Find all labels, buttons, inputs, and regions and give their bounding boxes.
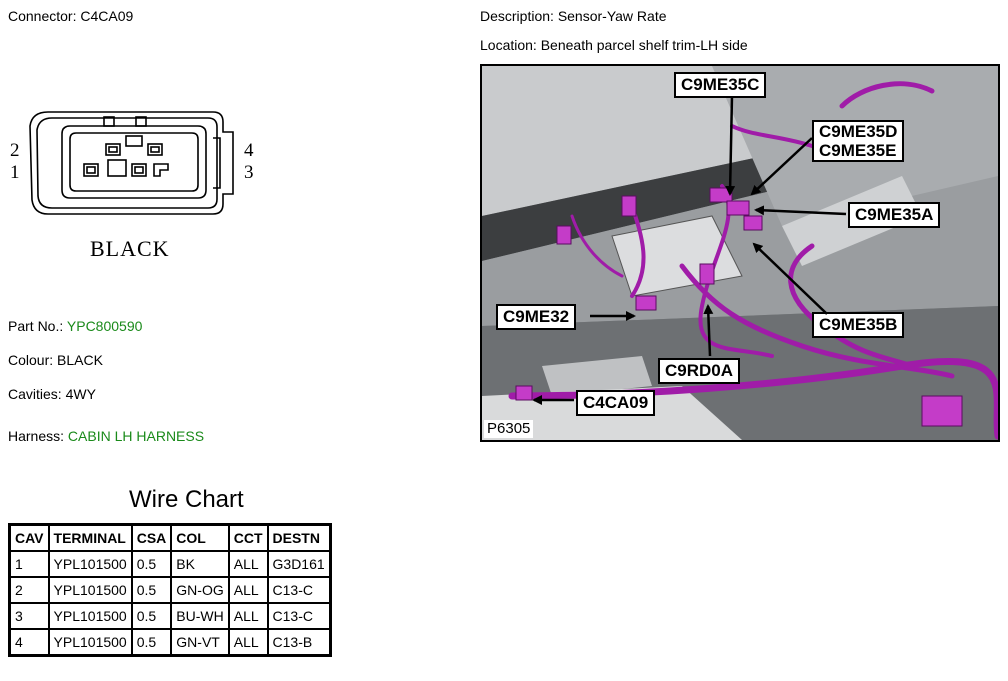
part-number-label: Part No.: bbox=[8, 318, 64, 334]
harness-link[interactable]: CABIN LH HARNESS bbox=[67, 428, 205, 444]
callout-c9rd0a: C9RD0A bbox=[658, 358, 741, 384]
cell-destn: C13-C bbox=[266, 602, 332, 630]
description-value: Sensor-Yaw Rate bbox=[557, 8, 667, 24]
cell-destn: C13-C bbox=[266, 576, 332, 604]
cell-col: GN-VT bbox=[170, 628, 230, 657]
cell-terminal: YPL101500 bbox=[47, 576, 133, 604]
location-photo: C9ME35C C9ME35D C9ME35E C9ME35A C9ME32 C… bbox=[480, 64, 1000, 442]
cell-destn: C13-B bbox=[266, 628, 332, 657]
wire-chart-table: CAV TERMINAL CSA COL CCT DESTN 1 YPL1015… bbox=[8, 523, 332, 657]
location-heading: Location: Beneath parcel shelf trim-LH s… bbox=[480, 37, 748, 53]
callout-c9me32: C9ME32 bbox=[496, 304, 577, 330]
header-col: COL bbox=[170, 523, 230, 552]
cell-cct: ALL bbox=[227, 576, 269, 604]
cell-csa: 0.5 bbox=[130, 550, 173, 578]
cavities-row: Cavities: 4WY bbox=[8, 386, 96, 402]
callout-c9me35d: C9ME35D bbox=[819, 122, 898, 141]
location-value: Beneath parcel shelf trim-LH side bbox=[540, 37, 748, 53]
cell-cav: 4 bbox=[8, 628, 50, 657]
pin-number-1: 1 bbox=[10, 162, 20, 183]
connector-heading: Connector: C4CA09 bbox=[8, 8, 133, 24]
header-cav: CAV bbox=[8, 523, 50, 552]
callout-arrows bbox=[532, 95, 847, 405]
wire-chart-header-row: CAV TERMINAL CSA COL CCT DESTN bbox=[8, 523, 332, 552]
callout-c4ca09: C4CA09 bbox=[576, 390, 656, 416]
cell-col: BK bbox=[170, 550, 230, 578]
cavities-value: 4WY bbox=[65, 386, 96, 402]
pin-number-3: 3 bbox=[244, 162, 254, 183]
connector-value: C4CA09 bbox=[80, 8, 134, 24]
pin-number-4: 4 bbox=[244, 140, 254, 161]
cell-cct: ALL bbox=[227, 628, 269, 657]
cell-cct: ALL bbox=[227, 550, 269, 578]
cell-cav: 3 bbox=[8, 602, 50, 630]
cell-csa: 0.5 bbox=[130, 602, 173, 630]
description-heading: Description: Sensor-Yaw Rate bbox=[480, 8, 667, 24]
colour-row: Colour: BLACK bbox=[8, 352, 103, 368]
cell-destn: G3D161 bbox=[266, 550, 332, 578]
connector-colour-caption: BLACK bbox=[90, 236, 170, 261]
part-number-row: Part No.: YPC800590 bbox=[8, 318, 142, 334]
harness-row: Harness: CABIN LH HARNESS bbox=[8, 428, 204, 444]
table-row: 3 YPL101500 0.5 BU-WH ALL C13-C bbox=[8, 602, 332, 630]
connector-face-diagram: 2 1 4 3 BLACK bbox=[8, 100, 268, 270]
callout-c9me35d-e: C9ME35D C9ME35E bbox=[812, 120, 905, 162]
cell-terminal: YPL101500 bbox=[47, 550, 133, 578]
colour-label: Colour: bbox=[8, 352, 54, 368]
cell-col: BU-WH bbox=[170, 602, 230, 630]
cavities-label: Cavities: bbox=[8, 386, 62, 402]
cell-cct: ALL bbox=[227, 602, 269, 630]
callout-c9me35e: C9ME35E bbox=[819, 141, 897, 160]
header-cct: CCT bbox=[227, 523, 269, 552]
cell-terminal: YPL101500 bbox=[47, 602, 133, 630]
photo-reference: P6305 bbox=[484, 420, 534, 438]
cell-terminal: YPL101500 bbox=[47, 628, 133, 657]
callout-c9me35a: C9ME35A bbox=[848, 202, 941, 228]
header-terminal: TERMINAL bbox=[47, 523, 133, 552]
table-row: 4 YPL101500 0.5 GN-VT ALL C13-B bbox=[8, 628, 332, 657]
wire-chart-title: Wire Chart bbox=[129, 486, 244, 513]
table-row: 1 YPL101500 0.5 BK ALL G3D161 bbox=[8, 550, 332, 578]
table-row: 2 YPL101500 0.5 GN-OG ALL C13-C bbox=[8, 576, 332, 604]
callout-c9me35c: C9ME35C bbox=[674, 72, 767, 98]
connector-outline bbox=[29, 111, 234, 215]
cell-csa: 0.5 bbox=[130, 628, 173, 657]
cell-cav: 2 bbox=[8, 576, 50, 604]
pin-number-2: 2 bbox=[10, 140, 20, 161]
callout-c9me35b: C9ME35B bbox=[812, 312, 905, 338]
header-destn: DESTN bbox=[266, 523, 332, 552]
colour-value: BLACK bbox=[57, 352, 103, 368]
location-label: Location: bbox=[480, 37, 537, 53]
connector-label: Connector: bbox=[8, 8, 77, 24]
header-csa: CSA bbox=[130, 523, 173, 552]
cell-col: GN-OG bbox=[170, 576, 230, 604]
cell-csa: 0.5 bbox=[130, 576, 173, 604]
harness-label: Harness: bbox=[8, 428, 65, 444]
cell-cav: 1 bbox=[8, 550, 50, 578]
description-label: Description: bbox=[480, 8, 554, 24]
part-number-link[interactable]: YPC800590 bbox=[66, 318, 143, 334]
